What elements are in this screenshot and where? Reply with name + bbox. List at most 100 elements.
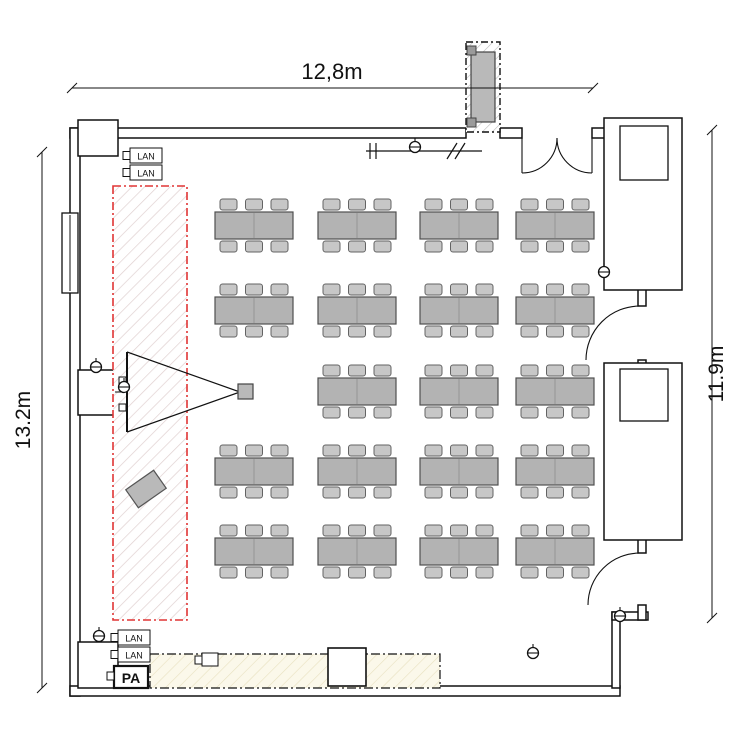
- chair: [348, 444, 366, 457]
- chair: [450, 198, 468, 211]
- table-group: [317, 198, 397, 253]
- dim-right-tick-top: [706, 124, 718, 136]
- lectern-box: [77, 369, 116, 416]
- chair: [424, 240, 443, 253]
- chair: [424, 524, 443, 537]
- chair: [520, 325, 539, 338]
- dim-top-label: 12,8m: [301, 59, 362, 84]
- chair: [571, 364, 590, 377]
- outlet-symbol: [92, 627, 106, 643]
- partition-storage-unit: [470, 51, 496, 123]
- chair: [571, 406, 590, 419]
- chair: [424, 486, 443, 499]
- top-wall-left: [69, 127, 467, 139]
- chair: [270, 198, 289, 211]
- chair: [424, 364, 443, 377]
- chair: [520, 486, 539, 499]
- table-group: [317, 283, 397, 338]
- chair: [270, 566, 289, 579]
- chair: [571, 486, 590, 499]
- table-group: [317, 524, 397, 579]
- chair: [520, 198, 539, 211]
- table-group: [419, 444, 499, 499]
- chair: [219, 566, 238, 579]
- chair: [219, 325, 238, 338]
- table-group: [515, 364, 595, 419]
- pa-label: PA: [122, 670, 140, 686]
- chair: [322, 406, 341, 419]
- pillar-top-left: [77, 119, 119, 157]
- chair: [520, 566, 539, 579]
- chair: [424, 198, 443, 211]
- chair: [245, 198, 263, 211]
- chair: [270, 283, 289, 296]
- chair: [373, 364, 392, 377]
- outlet-symbol: [408, 138, 422, 154]
- table-group: [419, 524, 499, 579]
- pa-box-plug: [106, 671, 115, 681]
- chair: [520, 364, 539, 377]
- chair: [546, 406, 564, 419]
- outlets-layer: [89, 138, 627, 660]
- chair: [270, 486, 289, 499]
- partition-storage-cap-top: [466, 45, 477, 56]
- partition-track: [366, 142, 482, 160]
- chair: [270, 240, 289, 253]
- partition-track-slash-1: [446, 142, 458, 160]
- chair: [546, 524, 564, 537]
- chair: [373, 566, 392, 579]
- chair: [322, 364, 341, 377]
- chair: [245, 524, 263, 537]
- chair: [373, 325, 392, 338]
- chair: [475, 566, 494, 579]
- chair: [373, 283, 392, 296]
- closet-top-inner: [619, 125, 669, 181]
- dim-top-tick-right: [587, 82, 599, 94]
- lan-port: LAN: [110, 646, 151, 663]
- chair: [571, 283, 590, 296]
- top-wall-mid: [499, 127, 523, 139]
- chair: [475, 406, 494, 419]
- outlet-symbol: [89, 358, 103, 374]
- table-group: [317, 364, 397, 419]
- chair: [475, 325, 494, 338]
- dim-left-tick-top: [36, 146, 48, 158]
- chair: [475, 240, 494, 253]
- dim-top-tick-left: [66, 82, 78, 94]
- chair: [520, 283, 539, 296]
- chair: [219, 240, 238, 253]
- chair: [322, 325, 341, 338]
- partition-storage: [465, 41, 501, 133]
- chair: [219, 198, 238, 211]
- chair: [348, 325, 366, 338]
- floor-connector-plug: [194, 655, 203, 665]
- chair: [450, 444, 468, 457]
- dim-right-label: 11.9m: [705, 346, 728, 403]
- chair: [520, 524, 539, 537]
- chair: [245, 325, 263, 338]
- outlet-symbol: [597, 263, 611, 279]
- chair: [245, 444, 263, 457]
- chair: [450, 524, 468, 537]
- chair: [373, 240, 392, 253]
- chair: [424, 566, 443, 579]
- partition-storage-cap-bottom: [466, 117, 477, 128]
- chair: [245, 240, 263, 253]
- chair: [475, 524, 494, 537]
- chair: [546, 486, 564, 499]
- floor-connector-box: [201, 652, 219, 667]
- table-group: [515, 524, 595, 579]
- table-group: [317, 444, 397, 499]
- right-door-lower-arc: [587, 552, 641, 606]
- lan-port-label: LAN: [125, 634, 143, 644]
- lan-port: LAN: [122, 147, 163, 164]
- chair: [348, 198, 366, 211]
- pillar-bottom-left: [77, 641, 119, 689]
- outlet-symbol: [117, 378, 131, 394]
- chair: [373, 406, 392, 419]
- chair: [219, 444, 238, 457]
- lan-port-label: LAN: [137, 152, 155, 162]
- chair: [546, 566, 564, 579]
